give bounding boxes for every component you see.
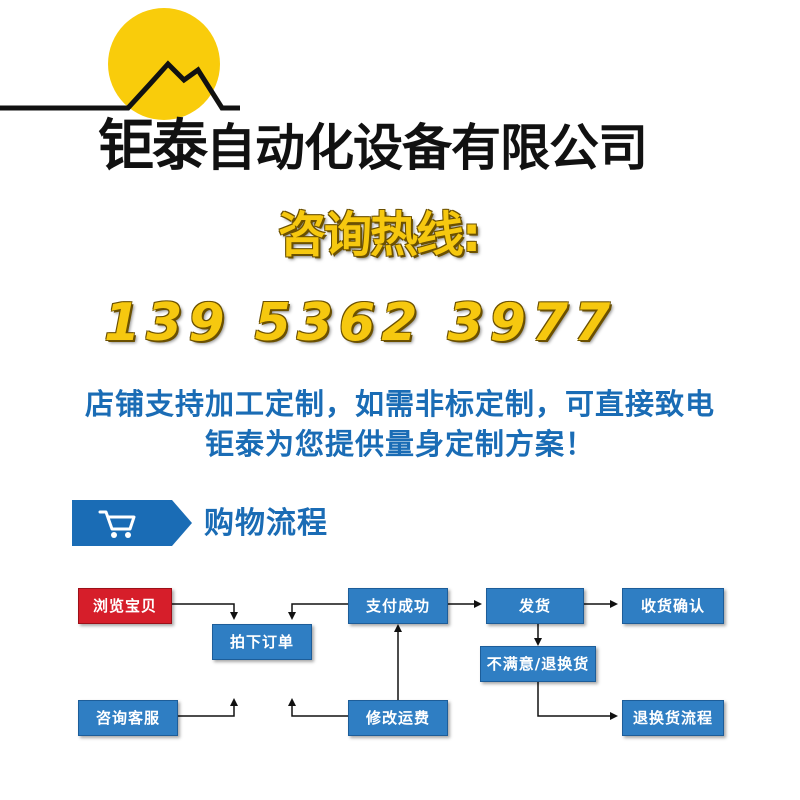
flow-step-confirm: 收货确认: [622, 588, 724, 624]
notice-line-2: 钜泰为您提供量身定制方案！: [204, 427, 595, 461]
shopping-cart-icon: [72, 500, 192, 546]
flow-step-shipping-fee: 修改运费: [348, 700, 448, 736]
flow-step-payment: 支付成功: [348, 588, 448, 624]
hotline-number: 139 5362 3977: [104, 293, 617, 353]
hotline-label: 咨询热线:: [278, 207, 481, 263]
logo-sun: [108, 8, 220, 120]
logo-mountain-icon: [0, 60, 240, 111]
company-name-part2: 自动化设备有限公司: [206, 119, 648, 177]
flow-step-ship: 发货: [486, 588, 584, 624]
section-title: 购物流程: [204, 506, 328, 541]
flow-step-order: 拍下订单: [212, 624, 312, 660]
flow-step-unsatisfied: 不满意/退换货: [480, 646, 596, 682]
flow-step-browse: 浏览宝贝: [78, 588, 172, 624]
flow-step-consult: 咨询客服: [78, 700, 178, 736]
company-name: 钜泰自动化设备有限公司: [98, 112, 758, 182]
flow-step-return: 退换货流程: [622, 700, 724, 736]
company-name-part1: 钜泰: [98, 114, 208, 179]
notice-line-1: 店铺支持加工定制，如需非标定制，可直接致电: [84, 387, 715, 421]
